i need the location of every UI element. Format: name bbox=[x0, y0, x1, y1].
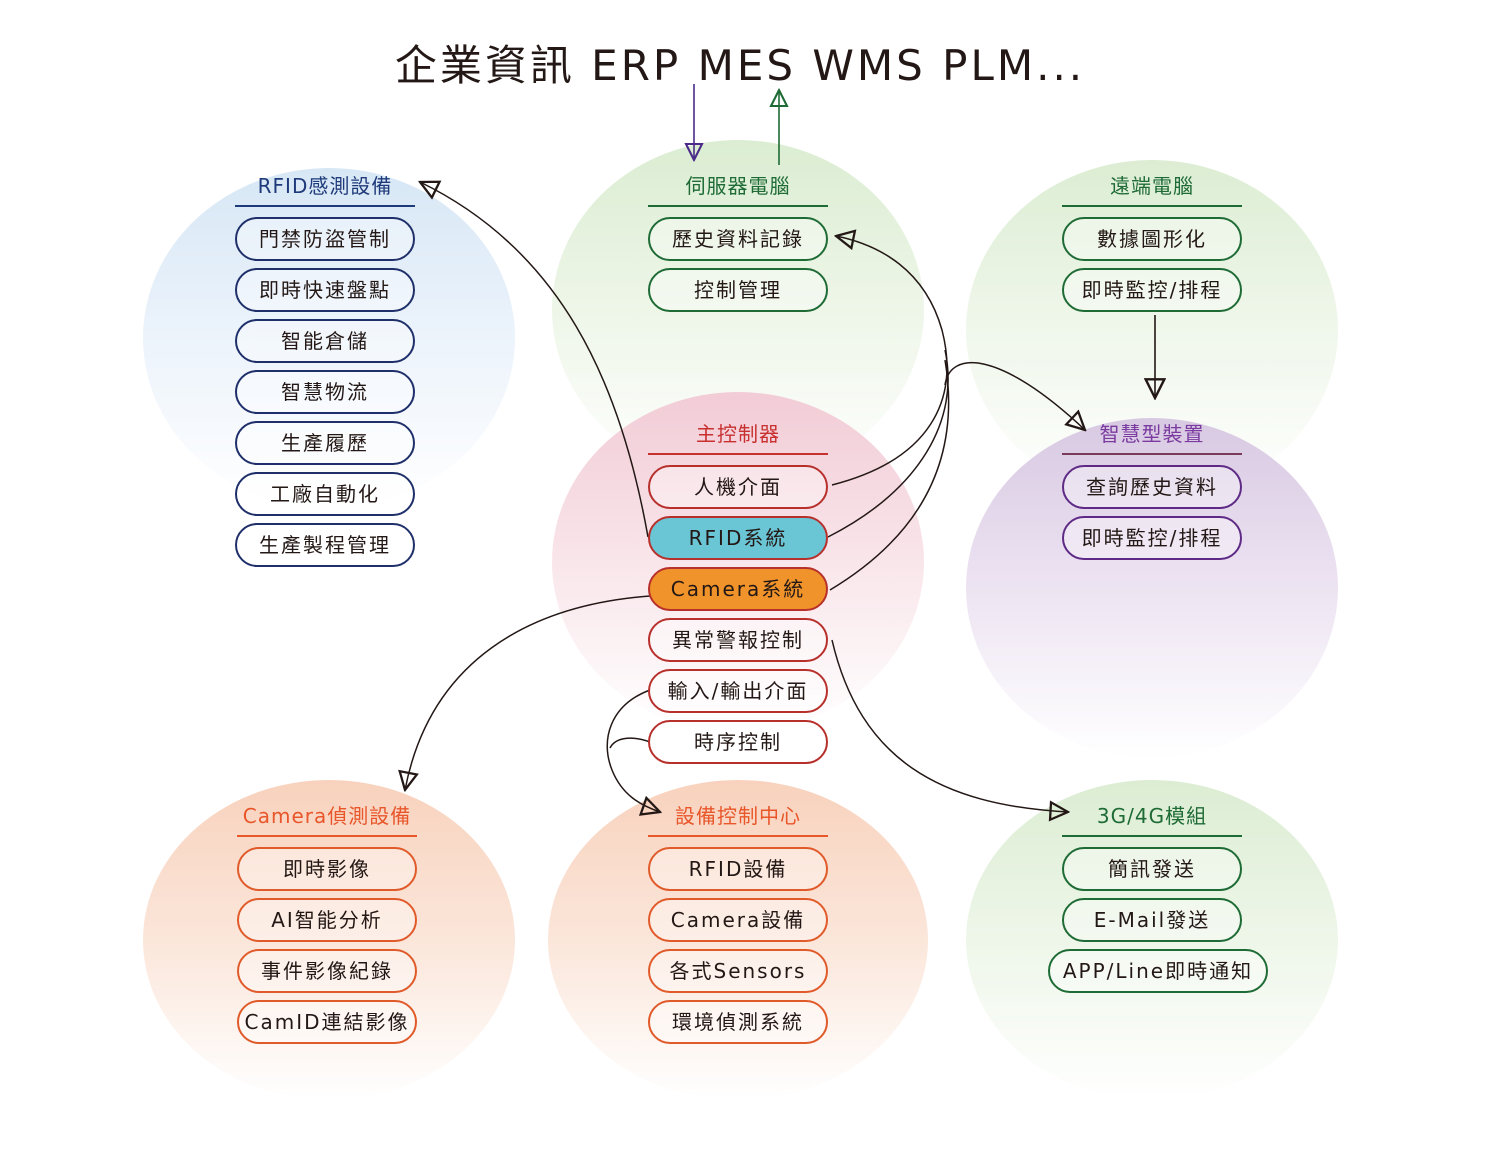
network-item[interactable]: 簡訊發送 bbox=[1062, 847, 1242, 891]
main-item-hmi[interactable]: 人機介面 bbox=[648, 465, 828, 509]
camera-detection-group: Camera偵測設備 即時影像 AI智能分析 事件影像紀錄 CamID連結影像 bbox=[237, 800, 417, 1051]
network-module-group: 3G/4G模組 簡訊發送 E-Mail發送 APP/Line即時通知 bbox=[1048, 800, 1268, 1000]
rfid-sensing-group: RFID感測設備 門禁防盜管制 即時快速盤點 智能倉儲 智慧物流 生產履歷 工廠… bbox=[235, 170, 415, 574]
remote-computer-group: 遠端電腦 數據圖形化 即時監控/排程 bbox=[1062, 170, 1242, 319]
server-computer-group: 伺服器電腦 歷史資料記錄 控制管理 bbox=[648, 170, 828, 319]
device-control-item[interactable]: Camera設備 bbox=[648, 898, 828, 942]
remote-computer-heading: 遠端電腦 bbox=[1062, 170, 1242, 207]
device-control-item[interactable]: 各式Sensors bbox=[648, 949, 828, 993]
main-item-alarm[interactable]: 異常警報控制 bbox=[648, 618, 828, 662]
smart-item[interactable]: 查詢歷史資料 bbox=[1062, 465, 1242, 509]
camera-item[interactable]: 事件影像紀錄 bbox=[237, 949, 417, 993]
rfid-item[interactable]: 即時快速盤點 bbox=[235, 268, 415, 312]
main-item-rfid-system[interactable]: RFID系統 bbox=[648, 516, 828, 560]
camera-item[interactable]: AI智能分析 bbox=[237, 898, 417, 942]
server-item[interactable]: 歷史資料記錄 bbox=[648, 217, 828, 261]
main-item-timing[interactable]: 時序控制 bbox=[648, 720, 828, 764]
device-control-item[interactable]: 環境偵測系統 bbox=[648, 1000, 828, 1044]
network-item[interactable]: E-Mail發送 bbox=[1062, 898, 1242, 942]
smart-device-group: 智慧型裝置 查詢歷史資料 即時監控/排程 bbox=[1062, 418, 1242, 567]
device-control-center-heading: 設備控制中心 bbox=[648, 800, 828, 837]
rfid-item[interactable]: 生產製程管理 bbox=[235, 523, 415, 567]
camera-item[interactable]: 即時影像 bbox=[237, 847, 417, 891]
rfid-item[interactable]: 門禁防盜管制 bbox=[235, 217, 415, 261]
smart-item[interactable]: 即時監控/排程 bbox=[1062, 516, 1242, 560]
server-computer-heading: 伺服器電腦 bbox=[648, 170, 828, 207]
rfid-item[interactable]: 智能倉儲 bbox=[235, 319, 415, 363]
remote-item[interactable]: 即時監控/排程 bbox=[1062, 268, 1242, 312]
main-controller-heading: 主控制器 bbox=[648, 418, 828, 455]
remote-item[interactable]: 數據圖形化 bbox=[1062, 217, 1242, 261]
rfid-item[interactable]: 生產履歷 bbox=[235, 421, 415, 465]
main-item-camera-system[interactable]: Camera系統 bbox=[648, 567, 828, 611]
rfid-sensing-heading: RFID感測設備 bbox=[235, 170, 415, 207]
main-item-io[interactable]: 輸入/輸出介面 bbox=[648, 669, 828, 713]
diagram-title: 企業資訊 ERP MES WMS PLM... bbox=[394, 41, 1086, 90]
smart-device-heading: 智慧型裝置 bbox=[1062, 418, 1242, 455]
rfid-item[interactable]: 智慧物流 bbox=[235, 370, 415, 414]
server-item[interactable]: 控制管理 bbox=[648, 268, 828, 312]
rfid-item[interactable]: 工廠自動化 bbox=[235, 472, 415, 516]
timing-link bbox=[609, 737, 651, 749]
device-control-item[interactable]: RFID設備 bbox=[648, 847, 828, 891]
camera-item[interactable]: CamID連結影像 bbox=[237, 1000, 417, 1044]
device-control-center-group: 設備控制中心 RFID設備 Camera設備 各式Sensors 環境偵測系統 bbox=[648, 800, 828, 1051]
network-module-heading: 3G/4G模組 bbox=[1062, 800, 1242, 837]
camera-detection-heading: Camera偵測設備 bbox=[237, 800, 417, 837]
main-controller-group: 主控制器 人機介面 RFID系統 Camera系統 異常警報控制 輸入/輸出介面… bbox=[648, 418, 828, 771]
network-item[interactable]: APP/Line即時通知 bbox=[1048, 949, 1268, 993]
